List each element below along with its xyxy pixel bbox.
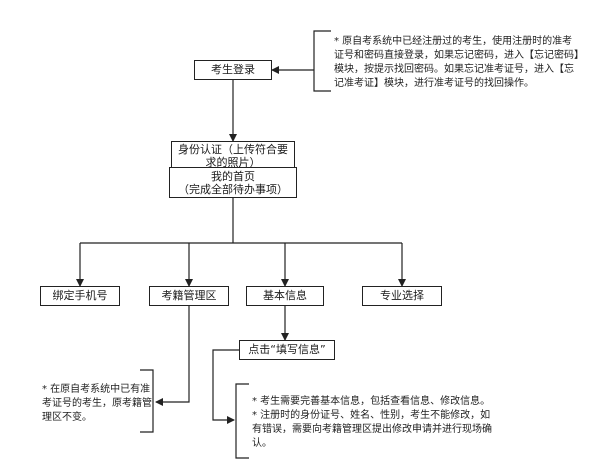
ticket-admin-note: * 在原自考系统中已有准考证号的考生，原考籍管理区不变。	[42, 383, 152, 425]
ticket-admin-note-text: * 在原自考系统中已有准考证号的考生，原考籍管理区不变。	[42, 384, 152, 423]
major-select-node: 专业选择	[362, 286, 442, 306]
basic-info-note: * 考生需要完善基本信息，包括查看信息、修改信息。 * 注册时的身份证号、姓名、…	[252, 395, 498, 451]
major-select-label: 专业选择	[380, 289, 424, 302]
basic-info-note-line-1: * 考生需要完善基本信息，包括查看信息、修改信息。	[252, 396, 491, 407]
login-note: * 原自考系统中已经注册过的考生，使用注册时的准考证号和密码直接登录，如果忘记密…	[334, 35, 582, 91]
fill-info-node: 点击“填写信息”	[239, 340, 335, 360]
ticket-note-bracket	[140, 369, 154, 433]
ticket-admin-node: 考籍管理区	[149, 286, 229, 306]
home-label: 我的首页	[211, 169, 255, 183]
home-node: 我的首页 （完成全部待办事项）	[169, 167, 297, 198]
identity-node: 身份认证（上传符合要求的照片）	[171, 141, 295, 171]
arrow-ticket-to-note	[155, 306, 190, 406]
info-note-bracket	[235, 383, 249, 459]
basic-info-note-line-2: * 注册时的身份证号、姓名、性别，考生不能修改，如有错误，需要向考籍管理区提出修…	[252, 410, 492, 449]
fill-info-label: 点击“填写信息”	[248, 343, 326, 356]
login-note-bracket	[313, 30, 331, 92]
identity-label: 身份认证（上传符合要求的照片）	[178, 143, 288, 169]
login-label: 考生登录	[211, 63, 255, 76]
home-sublabel: （完成全部待办事项）	[178, 182, 288, 196]
arrow-fill-to-note	[212, 349, 239, 424]
basic-info-node: 基本信息	[246, 286, 324, 306]
bind-phone-node: 绑定手机号	[40, 286, 120, 306]
login-note-text: * 原自考系统中已经注册过的考生，使用注册时的准考证号和密码直接登录，如果忘记密…	[334, 36, 579, 89]
login-node: 考生登录	[194, 60, 272, 80]
basic-info-label: 基本信息	[263, 289, 307, 302]
ticket-admin-label: 考籍管理区	[161, 289, 217, 302]
bind-phone-label: 绑定手机号	[52, 289, 108, 302]
